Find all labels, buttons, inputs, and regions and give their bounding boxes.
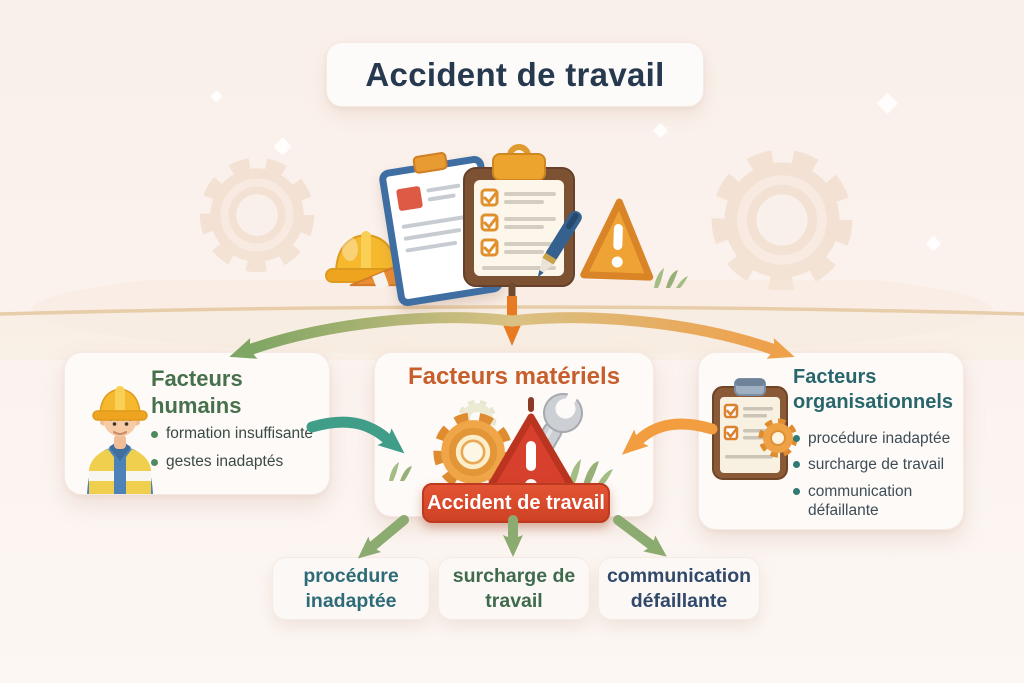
arrow-outcome-left xyxy=(357,515,409,559)
card-title-humains: Facteurs humains xyxy=(151,366,243,418)
list-item: gestes inadaptés xyxy=(151,453,313,471)
checklist-clipboard-icon xyxy=(712,378,788,480)
gear-icon xyxy=(433,412,513,492)
bullet-dot xyxy=(151,459,158,466)
bullet-text: procédure inadaptée xyxy=(808,430,951,447)
page-title: Accident de travail xyxy=(365,55,665,93)
grass-icon xyxy=(569,459,613,485)
accident-badge: Accident de travail xyxy=(422,483,610,523)
badge-label: Accident de travail xyxy=(427,491,605,514)
card-facteurs-organisationnels: Facteurs organisationnels procédure inad… xyxy=(698,352,964,530)
list-item: surcharge de travail xyxy=(793,455,963,474)
sparkle-icon xyxy=(652,122,669,139)
list-item: procédure inadaptée xyxy=(793,429,963,448)
list-item: communication défaillante xyxy=(793,482,963,521)
sparkle-icon xyxy=(876,92,899,115)
grass-icon xyxy=(654,268,688,288)
arrow-arc-left xyxy=(229,312,518,359)
bullet-text: surcharge de travail xyxy=(808,456,945,474)
background-gear-icon xyxy=(711,149,853,291)
worker-avatar xyxy=(87,386,153,494)
outcome-label: communication défaillante xyxy=(606,565,752,612)
bullet-text: communication défaillante xyxy=(808,482,913,520)
pen-icon xyxy=(537,210,582,278)
card-title-organisationnels: Facteurs organisationnels xyxy=(793,366,954,413)
title-card: Accident de travail xyxy=(326,42,704,107)
outcome-box-communication: communication défaillante xyxy=(598,557,760,620)
background-gear-icon xyxy=(199,157,315,273)
outcome-label: surcharge de travail xyxy=(452,565,576,612)
bullet-dot xyxy=(793,487,800,495)
bullet-text: gestes inadaptés xyxy=(166,453,284,470)
bullet-list: formation insuffisante gestes inadaptés xyxy=(151,425,313,471)
bullet-dot xyxy=(793,461,800,469)
sparkle-icon xyxy=(210,90,223,103)
ground-line xyxy=(0,280,1024,360)
card-title-materiels: Facteurs matériels xyxy=(407,363,621,390)
document-photo xyxy=(395,185,424,212)
bullet-dot xyxy=(151,431,158,438)
bullet-list: procédure inadaptée surcharge de travail… xyxy=(793,429,963,521)
bullet-text: formation insuffisante xyxy=(166,425,314,442)
outcome-box-surcharge: surcharge de travail xyxy=(438,557,590,620)
grass-icon xyxy=(389,462,412,481)
clipboard-clip xyxy=(412,151,449,175)
arrow-outcome-right xyxy=(613,515,667,557)
warning-triangle-icon xyxy=(580,198,654,281)
arrow-arc-right xyxy=(506,312,795,359)
outcome-label: procédure inadaptée xyxy=(303,565,399,612)
list-item: formation insuffisante xyxy=(151,425,313,443)
sparkle-icon xyxy=(925,235,942,252)
outcome-box-procedure: procédure inadaptée xyxy=(272,557,430,620)
card-facteurs-materiels: Facteurs matériels xyxy=(374,352,654,523)
card-facteurs-humains: Facteurs humains formation insuffisante … xyxy=(64,352,330,495)
bullet-dot xyxy=(793,435,800,442)
